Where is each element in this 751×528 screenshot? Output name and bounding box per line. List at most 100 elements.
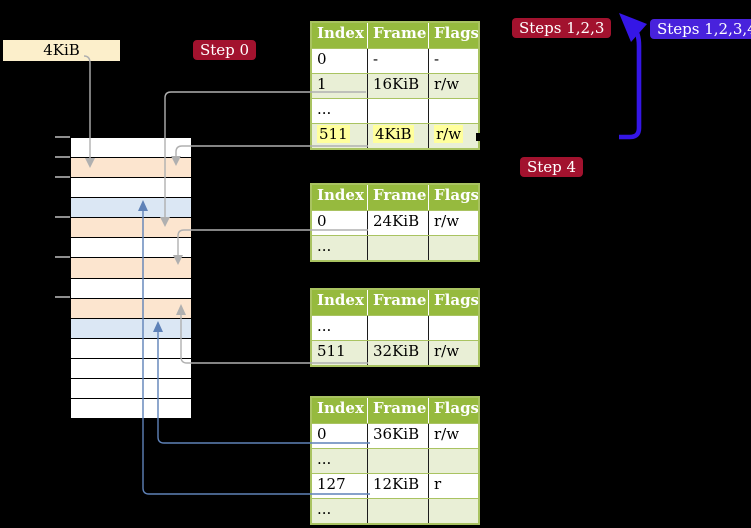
memory-tick (55, 136, 70, 138)
table-row: ... (312, 235, 478, 260)
table-cell: - (368, 49, 429, 73)
table-cell (429, 236, 478, 260)
memory-cell-white (71, 399, 191, 419)
table-header-cell: Frame (368, 185, 429, 210)
table-row: ... (312, 498, 478, 523)
table-cell: 36KiB (368, 424, 429, 448)
table-cell: ... (312, 499, 368, 523)
memory-cell-orange (71, 258, 191, 279)
highlighted-value: r/w (434, 125, 464, 143)
table-header-cell: Frame (368, 290, 429, 315)
memory-cell-white (71, 338, 191, 359)
table-header-cell: Frame (368, 398, 429, 423)
memory-cell-white (71, 358, 191, 379)
memory-tick (55, 156, 70, 158)
table-row: ... (312, 315, 478, 340)
badge-step-0: Step 0 (193, 40, 257, 60)
memory-cell-orange (71, 218, 191, 239)
table-cell: ... (312, 236, 368, 260)
table-cell (429, 499, 478, 523)
table-cell: r/w (434, 212, 460, 230)
memory-cell-white (71, 378, 191, 400)
table-cell: 127 (312, 474, 368, 498)
table-cell: 24KiB (368, 211, 429, 235)
memory-cell-white (71, 178, 191, 199)
table-row: 511 4KiB r/w (312, 123, 478, 148)
table-cell (368, 449, 429, 473)
table-header-cell: Index (312, 398, 368, 423)
table-row: ... (312, 448, 478, 473)
row-511-pointer-mark (476, 133, 484, 141)
table-cell: 0 (312, 211, 368, 235)
table-cell: 0 (312, 424, 368, 448)
table-cell: - (434, 50, 440, 68)
memory-tick (55, 176, 70, 178)
table-header-cell: Flags (434, 186, 478, 204)
memory-cell-orange (71, 298, 191, 319)
table-cell (429, 316, 478, 340)
table-cell: 12KiB (368, 474, 429, 498)
badge-steps-1-2-3: Steps 1,2,3 (512, 18, 612, 38)
steps-loop-arrow (619, 25, 642, 140)
table-header-cell: Frame (368, 23, 429, 48)
table-cell: 4KiB (368, 124, 429, 148)
table-cell: r/w (434, 342, 460, 360)
table-cell: 1 (312, 74, 368, 98)
table-header-cell: Index (312, 185, 368, 210)
table-row: ... (312, 98, 478, 123)
badge-steps-1-2-3-4: Steps 1,2,3,4 (650, 19, 751, 39)
badge-step-4: Step 4 (520, 157, 584, 177)
memory-tick (55, 216, 70, 218)
memory-cell-white (71, 278, 191, 299)
table-header-cell: Flags (434, 291, 478, 309)
table-cell (429, 99, 478, 123)
table-header-cell: Flags (434, 399, 478, 417)
memory-cell-white (71, 238, 191, 259)
table-header-cell: Flags (434, 24, 478, 42)
table-cell: r (434, 475, 442, 493)
table-cell: r/w (434, 425, 460, 443)
table-cell: 16KiB (368, 74, 429, 98)
table-header-cell: Index (312, 23, 368, 48)
table-cell: ... (312, 99, 368, 123)
table-cell: 511 (312, 341, 368, 365)
table-row: 0-- (312, 48, 478, 73)
table-cell (429, 449, 478, 473)
memory-tick (55, 296, 70, 298)
highlighted-value: 4KiB (373, 125, 414, 143)
table-cell: r/w (429, 124, 478, 148)
frame-size-label: 4KiB (3, 40, 120, 61)
table-cell (368, 316, 429, 340)
memory-cell-blue (71, 318, 191, 339)
table-header-cell: Index (312, 290, 368, 315)
table-cell: ... (312, 449, 368, 473)
table-cell: r/w (434, 75, 460, 93)
table-cell: 32KiB (368, 341, 429, 365)
table-cell (368, 499, 429, 523)
table-cell: 511 (312, 124, 368, 148)
memory-stack (70, 137, 192, 419)
table-cell (368, 99, 429, 123)
memory-cell-white (71, 138, 191, 159)
table-cell: 0 (312, 49, 368, 73)
highlighted-value: 511 (317, 125, 350, 143)
table-cell (368, 236, 429, 260)
memory-cell-blue (71, 198, 191, 219)
memory-tick (55, 256, 70, 258)
table-cell: ... (312, 316, 368, 340)
memory-cell-orange (71, 158, 191, 179)
arrowhead-upleft-icon (619, 13, 647, 42)
